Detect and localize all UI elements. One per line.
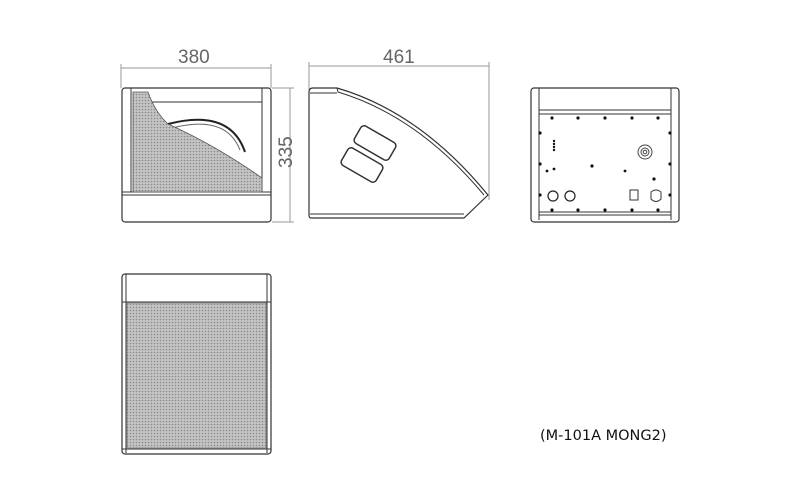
volume-knob — [637, 144, 653, 160]
side-view: 461 — [308, 47, 490, 219]
power-switch — [629, 189, 639, 201]
xlr-connectors — [547, 190, 576, 202]
grille-mesh — [126, 302, 267, 449]
rear-panel-view — [530, 87, 680, 223]
power-inlet — [650, 189, 662, 202]
front-grille-view — [121, 273, 272, 455]
width-dimension-label: 380 — [178, 47, 210, 68]
height-dimension-label: 335 — [276, 136, 297, 168]
depth-dimension-label: 461 — [383, 47, 415, 68]
front-cutaway-view: 380 335 — [120, 47, 297, 223]
panel-screws — [538, 116, 672, 212]
handle-recesses — [340, 125, 397, 183]
model-label: (M-101A MONG2) — [540, 428, 667, 444]
